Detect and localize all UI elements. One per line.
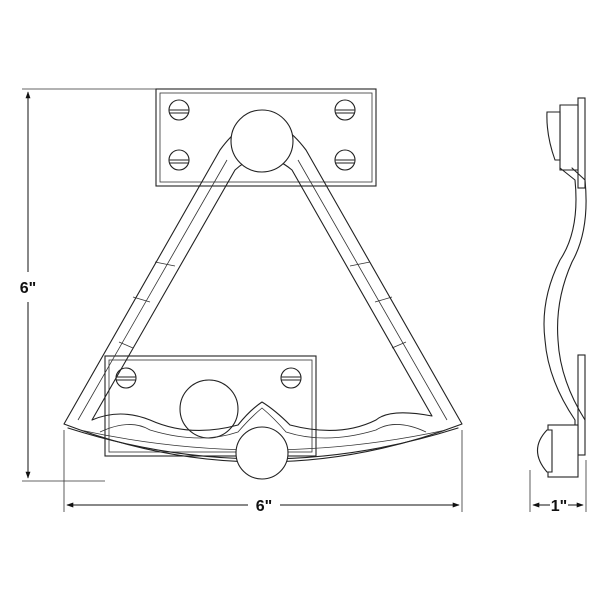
- screw-top-left: [168, 99, 190, 121]
- pivot-knob: [230, 109, 294, 173]
- dimension-height: [22, 88, 156, 482]
- screw-top-right: [334, 99, 356, 121]
- striker-knob: [235, 426, 289, 480]
- knocker-body: [63, 109, 463, 480]
- screw-mid-right: [334, 149, 356, 171]
- dimension-depth: [529, 460, 587, 512]
- screw-bottom-left: [115, 367, 137, 389]
- side-view: [536, 97, 587, 478]
- height-dimension-label: 6": [20, 280, 36, 297]
- strike-button: [179, 379, 239, 439]
- width-dimension-label: 6": [256, 498, 272, 515]
- dimension-width: [63, 430, 463, 512]
- screw-mid-left: [168, 149, 190, 171]
- screw-bottom-right: [280, 367, 302, 389]
- front-view: [63, 88, 463, 480]
- depth-dimension-label: 1": [551, 498, 567, 515]
